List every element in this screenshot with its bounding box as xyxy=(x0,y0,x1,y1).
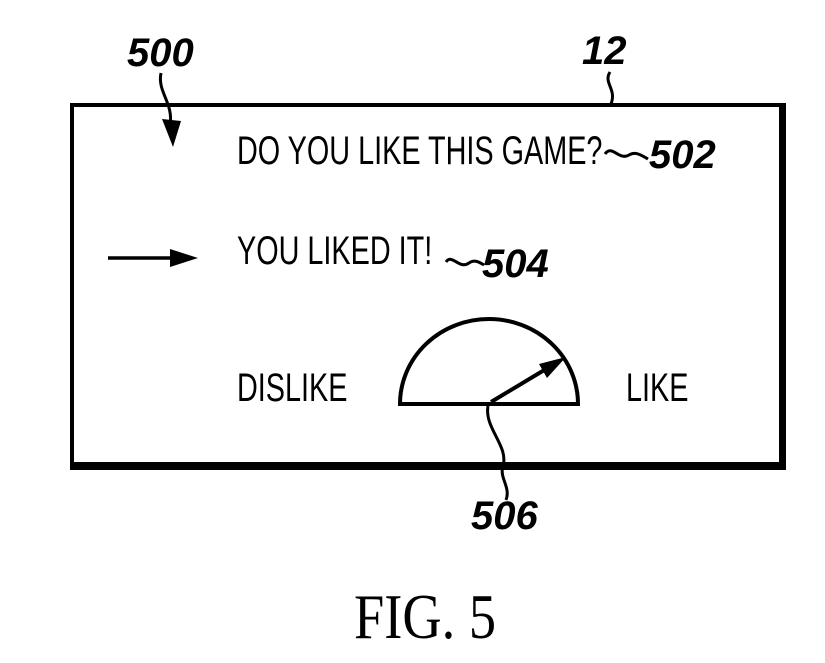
display-screen-box xyxy=(70,103,786,470)
ref-label-502: 502 xyxy=(649,133,716,177)
result-text: YOU LIKED IT! xyxy=(237,229,433,273)
gauge-dislike-label: DISLIKE xyxy=(237,366,348,410)
ref-label-506: 506 xyxy=(471,494,538,538)
ref-label-504: 504 xyxy=(482,242,549,286)
figure-caption: FIG. 5 xyxy=(354,581,497,652)
question-text: DO YOU LIKE THIS GAME? xyxy=(237,129,603,173)
ref-label-500: 500 xyxy=(127,31,194,75)
ref-12-leader-line xyxy=(606,71,614,105)
ref-label-12: 12 xyxy=(582,29,627,73)
gauge-like-label: LIKE xyxy=(626,366,689,410)
